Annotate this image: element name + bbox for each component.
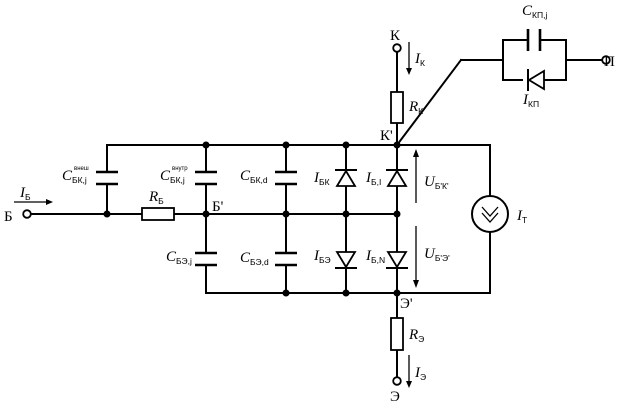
junction-dots: [103, 141, 401, 297]
capacitors: [96, 29, 542, 267]
diode-i-bn: [386, 251, 408, 269]
label-u-bk: UБ'К': [424, 174, 449, 191]
label-collector-terminal: К: [390, 28, 401, 44]
diode-i-kp: [527, 69, 545, 91]
labels: Б К Э П Б' К' Э' IБ IК IЭ IКП IT RБ RК R…: [4, 3, 615, 405]
label-d-be: IБЭ: [313, 248, 331, 265]
label-ikp: IКП: [522, 92, 539, 109]
label-re: RЭ: [408, 327, 424, 344]
label-ie: IЭ: [414, 365, 426, 382]
diode-i-be: [335, 251, 357, 269]
label-it: IT: [516, 208, 527, 225]
label-c-bc-inner-sup: внутр: [172, 166, 188, 172]
label-d-bi: IБ,I: [365, 170, 381, 187]
label-emitter-terminal: Э: [390, 389, 400, 405]
label-ib: IБ: [19, 185, 31, 202]
label-c-bc-d: CБК,d: [240, 168, 268, 185]
terminal-emitter: [392, 376, 402, 386]
terminal-base: [22, 209, 32, 219]
capacitor-c-bc-inner: [195, 170, 217, 186]
terminal-substrate: [601, 55, 611, 65]
capacitor-c-bc-d: [275, 170, 297, 186]
substrate-diagonal-wire: [395, 58, 463, 147]
label-c-kp: CКП,j: [522, 3, 547, 20]
label-c-be-d: CБЭ,d: [240, 250, 269, 267]
label-base-terminal: Б: [4, 209, 13, 225]
label-u-be: UБ'Э': [424, 246, 450, 263]
resistor-rb: [141, 207, 175, 221]
label-c-bc-outer: CБК,j: [62, 168, 87, 185]
capacitor-c-kp: [526, 29, 542, 51]
label-node-k-internal: К': [380, 128, 393, 144]
label-substrate-terminal: П: [604, 54, 615, 70]
label-c-bc-inner: CБК,j: [160, 168, 185, 185]
label-c-bc-outer-sup: внеш: [74, 166, 89, 172]
label-ik: IК: [414, 51, 425, 68]
label-rb: RБ: [148, 189, 164, 206]
arrows: [14, 42, 419, 388]
capacitor-c-bc-outer: [96, 170, 118, 186]
terminal-circles: [22, 43, 611, 386]
resistor-rk: [390, 91, 404, 124]
capacitor-c-be-d: [275, 251, 297, 267]
terminal-collector: [392, 43, 402, 53]
label-c-be-j: CБЭ,j: [166, 249, 192, 266]
diode-i-bk: [335, 169, 357, 187]
label-node-b-internal: Б': [212, 199, 224, 215]
current-source-it: [471, 195, 509, 233]
label-d-bk: IБК: [313, 170, 330, 187]
label-d-bn: IБ,N: [365, 248, 385, 265]
resistors: [141, 91, 404, 351]
diodes: [335, 69, 545, 269]
capacitor-c-be-j: [195, 251, 217, 267]
resistor-re: [390, 317, 404, 351]
diode-i-bi: [386, 169, 408, 187]
label-rk: RК: [408, 99, 423, 116]
label-node-e-internal: Э': [400, 296, 413, 312]
